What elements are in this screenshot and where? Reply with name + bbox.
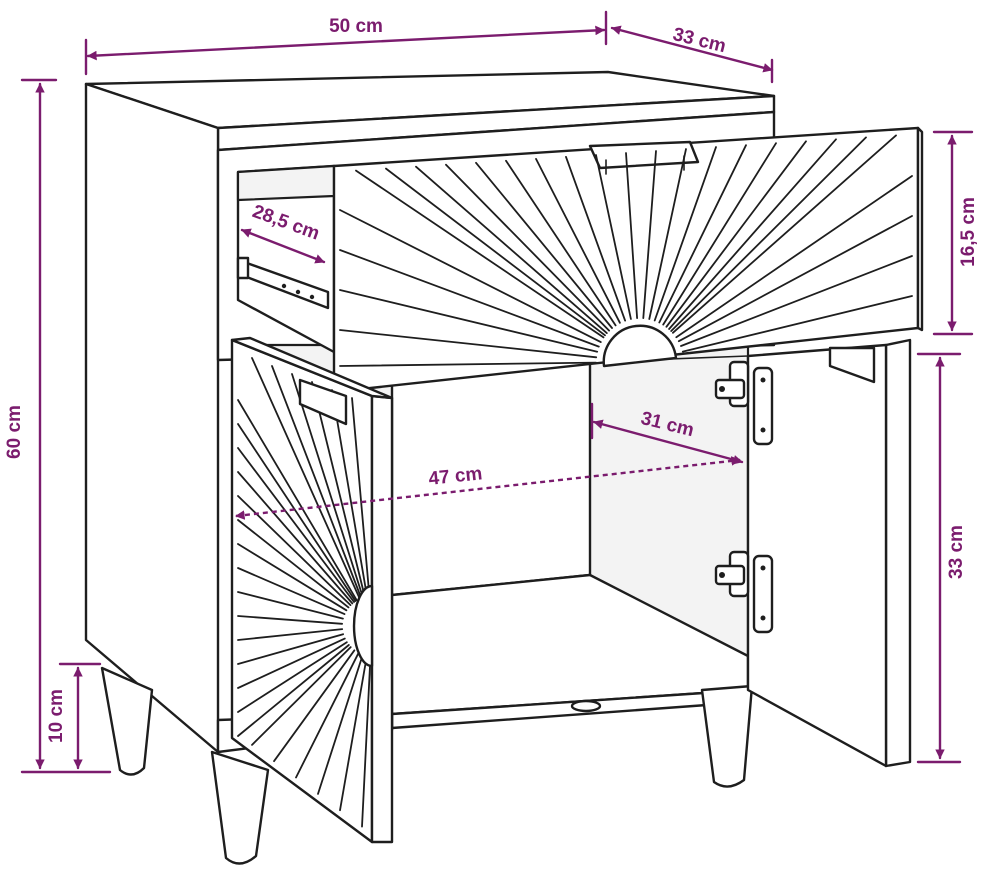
drawer-height-label: 16,5 cm — [958, 197, 979, 267]
right-door — [714, 338, 912, 768]
sunburst-ray — [237, 644, 350, 737]
sunburst-ray — [339, 289, 599, 353]
sunburst-ray — [237, 633, 345, 665]
sunburst-ray — [653, 146, 717, 322]
sunburst-ray — [658, 144, 747, 324]
sunburst-ray — [677, 215, 913, 343]
sunburst-ray — [680, 255, 913, 347]
sunburst-ray — [385, 167, 606, 337]
left-door-handle — [298, 378, 348, 426]
sunburst-ray — [237, 567, 346, 615]
sunburst-ray — [237, 519, 350, 609]
leg-front-left — [210, 750, 270, 865]
cabinet-left-side — [84, 82, 220, 754]
hinge-top — [714, 360, 774, 446]
sunburst-ray — [670, 136, 867, 332]
interior-back-wall — [390, 360, 592, 597]
sunburst-ray — [642, 150, 657, 320]
sunburst-ray — [339, 361, 597, 367]
depth-dimension-line — [610, 25, 774, 73]
sunburst-ray — [237, 615, 344, 625]
sunburst-ray — [273, 649, 356, 763]
sunburst-ray — [295, 651, 360, 779]
door-height-label: 33 cm — [946, 525, 967, 579]
width-label: 50 cm — [329, 16, 383, 37]
sunburst-ray — [339, 249, 600, 348]
sunburst-ray — [595, 154, 632, 320]
sunburst-ray — [339, 654, 368, 812]
sunburst-ray — [361, 655, 372, 828]
sunburst-ray — [445, 163, 610, 332]
drawer-sunburst-rays — [339, 134, 913, 367]
sunburst-ray — [415, 165, 608, 335]
inner-depth-dimension-line — [592, 419, 744, 465]
inner-width-dimension-line — [235, 456, 741, 520]
right-door-handle — [828, 346, 876, 384]
sunburst-ray — [675, 175, 913, 339]
drawer-sunburst-center — [602, 324, 678, 368]
sunburst-ray — [565, 155, 626, 322]
sunburst-ray — [237, 628, 344, 641]
sunburst-ray — [237, 641, 348, 713]
sunburst-ray — [475, 161, 613, 329]
width-dimension-line — [86, 25, 606, 61]
sunburst-ray — [317, 653, 364, 795]
depth-label: 33 cm — [671, 24, 728, 57]
sunburst-ray — [681, 295, 913, 353]
sunburst-ray — [251, 646, 352, 746]
sunburst-ray — [665, 140, 807, 328]
sunburst-ray — [355, 169, 605, 339]
dimension-lines — [20, 10, 974, 774]
sunburst-ray — [648, 148, 687, 320]
leg-back-left — [100, 666, 154, 776]
total-height-label: 60 cm — [4, 405, 25, 459]
sunburst-ray — [237, 637, 346, 689]
left-door-sunburst-center — [352, 584, 374, 668]
sunburst-ray — [625, 152, 638, 320]
sunburst-ray — [672, 134, 897, 334]
sunburst-ray — [535, 157, 621, 324]
leg-height-label: 10 cm — [46, 689, 67, 743]
hinge-bottom — [714, 550, 774, 634]
right-door-edge — [884, 338, 912, 768]
sunburst-ray — [237, 543, 348, 612]
sunburst-ray — [668, 138, 837, 330]
legs — [100, 666, 754, 865]
sunburst-ray — [339, 209, 602, 344]
sunburst-ray — [505, 159, 617, 327]
leg-front-right — [700, 684, 754, 788]
drawer-depth-dimension-line — [240, 228, 326, 264]
sunburst-ray — [339, 329, 598, 359]
sunburst-ray — [662, 142, 777, 326]
sunburst-ray — [237, 591, 344, 620]
